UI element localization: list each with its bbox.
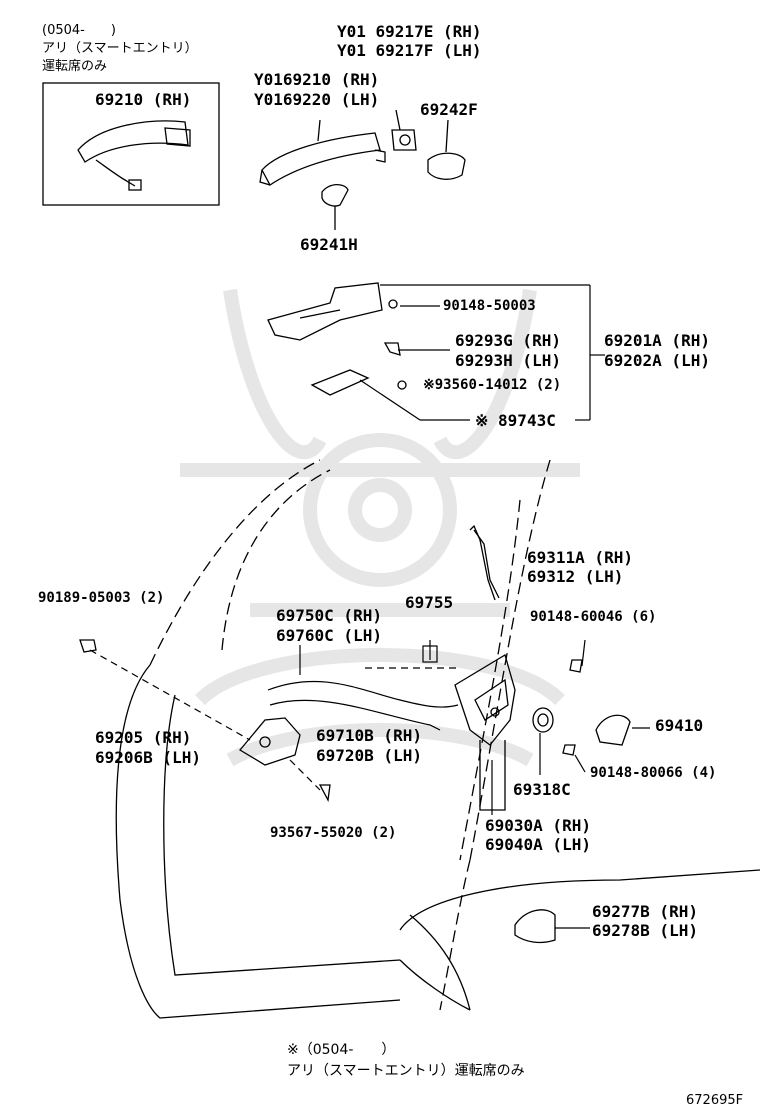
outer-handle-drawing bbox=[259, 119, 386, 186]
footnote-date: ※（0504- ） bbox=[287, 1042, 396, 1058]
part-69242f-label: 69242F bbox=[420, 100, 478, 119]
part-69210-label: 69210 (RH) bbox=[95, 90, 192, 109]
inset-handle-drawing bbox=[77, 120, 191, 191]
key-cylinder-cover-drawing bbox=[391, 109, 417, 151]
part-69293h-label: 69293H (LH) bbox=[455, 351, 561, 370]
cables-drawing bbox=[267, 640, 459, 731]
part-90189-label: 90189-05003 (2) bbox=[38, 590, 165, 606]
part-69755-label: 69755 bbox=[405, 593, 454, 612]
part-69220y-label: Y0169220 (LH) bbox=[254, 90, 380, 109]
part-69277b-label: 69277B (RH) bbox=[592, 902, 698, 921]
part-69030a-label: 69030A (RH) bbox=[485, 816, 591, 835]
inset-box bbox=[42, 82, 220, 206]
part-69205-label: 69205 (RH) bbox=[95, 728, 192, 747]
door-body-lines bbox=[115, 664, 760, 1019]
part-69750c-label: 69750C (RH) bbox=[276, 606, 382, 625]
part-69410-label: 69410 bbox=[655, 716, 704, 735]
part-69202a-label: 69202A (LH) bbox=[604, 351, 710, 370]
leader-lines bbox=[491, 639, 586, 815]
part-90148-50003-label: 90148-50003 bbox=[443, 298, 536, 314]
part-69318c-label: 69318C bbox=[513, 780, 571, 799]
part-90148-60046-label: 90148-60046 (6) bbox=[530, 609, 657, 625]
part-93567-label: 93567-55020 (2) bbox=[270, 825, 397, 841]
bracket-lines bbox=[359, 284, 605, 421]
part-69293g-label: 69293G (RH) bbox=[455, 331, 561, 350]
fasteners-drawing bbox=[79, 639, 583, 803]
footnote-note: アリ（スマートエントリ）運転席のみ bbox=[287, 1063, 525, 1079]
striker-drawing bbox=[595, 714, 650, 746]
courtesy-lamp-drawing bbox=[514, 909, 590, 944]
lock-rod-drawing bbox=[469, 524, 500, 601]
part-69710b-label: 69710B (RH) bbox=[316, 726, 422, 745]
part-69206b-label: 69206B (LH) bbox=[95, 748, 201, 767]
watermark-crest bbox=[180, 288, 580, 767]
part-69217f-label: Y01 69217F (LH) bbox=[337, 41, 482, 60]
part-89743c-label: ※ 89743C bbox=[475, 411, 556, 430]
door-outline bbox=[149, 459, 551, 1011]
part-69311a-label: 69311A (RH) bbox=[527, 548, 633, 567]
part-69241h-label: 69241H bbox=[300, 235, 358, 254]
inset-date-label: (0504- ) bbox=[42, 23, 116, 38]
part-69201a-label: 69201A (RH) bbox=[604, 331, 710, 350]
handle-frame-drawing bbox=[267, 282, 407, 396]
inset-note-label: アリ（スマートエントリ） bbox=[42, 41, 198, 56]
part-69040a-label: 69040A (LH) bbox=[485, 835, 591, 854]
part-69278b-label: 69278B (LH) bbox=[592, 921, 698, 940]
part-69760c-label: 69760C (LH) bbox=[276, 626, 382, 645]
gasket-69241h-drawing bbox=[321, 183, 349, 230]
inset-seat-label: 運転席のみ bbox=[42, 59, 108, 74]
diagram-code: 672695F bbox=[686, 1093, 744, 1108]
gasket-69242f-drawing bbox=[427, 119, 466, 180]
part-69217e-label: Y01 69217E (RH) bbox=[337, 22, 482, 41]
part-93560-label: ※93560-14012 (2) bbox=[423, 377, 562, 393]
part-69210y-label: Y0169210 (RH) bbox=[254, 70, 380, 89]
dashed-leaders bbox=[89, 649, 460, 791]
inside-handle-drawing bbox=[239, 717, 301, 766]
part-90148-80066-label: 90148-80066 (4) bbox=[590, 765, 717, 781]
part-69312-label: 69312 (LH) bbox=[527, 567, 624, 586]
part-69720b-label: 69720B (LH) bbox=[316, 746, 422, 765]
